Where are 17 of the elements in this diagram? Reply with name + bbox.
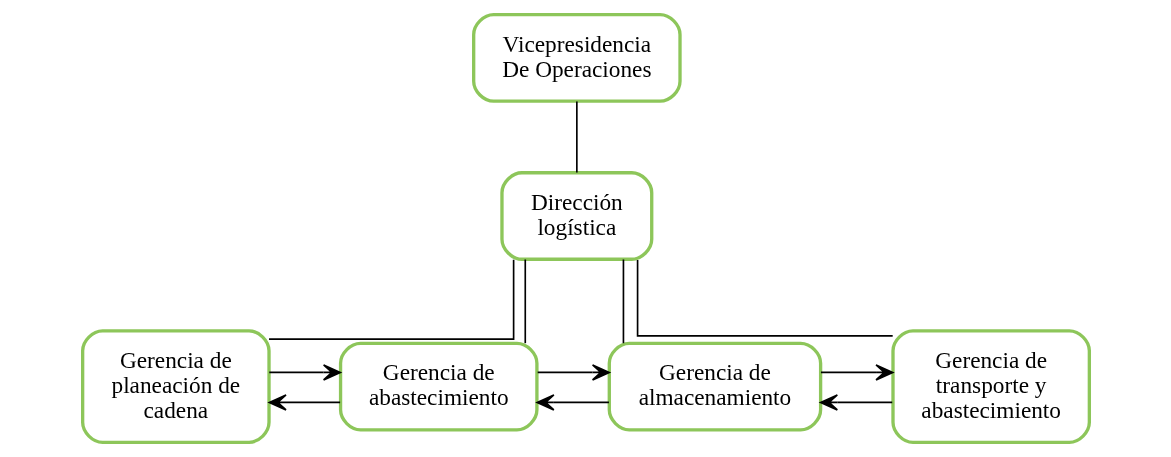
connector xyxy=(523,258,526,344)
node-box: Gerencia de transporte y abastecimiento xyxy=(890,329,1091,444)
node-box: Vicepresidencia De Operaciones xyxy=(471,13,682,103)
node-box: Gerencia de planeación de cadena xyxy=(80,329,271,444)
arrow xyxy=(819,394,893,411)
node-box: Gerencia de almacenamiento xyxy=(607,341,822,432)
connector xyxy=(636,259,893,337)
node-box: Gerencia de abastecimiento xyxy=(338,341,539,432)
arrow xyxy=(819,364,894,381)
node-box: Dirección logística xyxy=(499,171,653,261)
arrow xyxy=(535,394,610,411)
connector xyxy=(622,258,624,344)
connector xyxy=(575,100,578,174)
connector xyxy=(267,258,514,340)
arrow xyxy=(536,364,610,381)
arrow xyxy=(268,394,341,411)
arrow xyxy=(267,364,341,381)
